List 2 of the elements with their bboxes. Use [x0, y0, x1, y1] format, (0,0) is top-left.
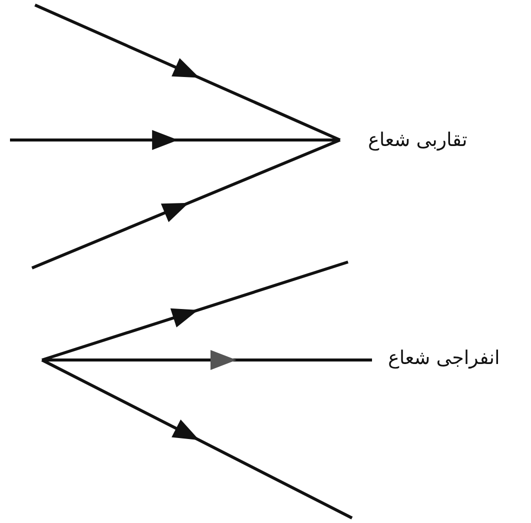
ray-label: تقاربی شعاع — [368, 129, 468, 151]
ray-label: انفراجی شعاع — [388, 347, 500, 369]
